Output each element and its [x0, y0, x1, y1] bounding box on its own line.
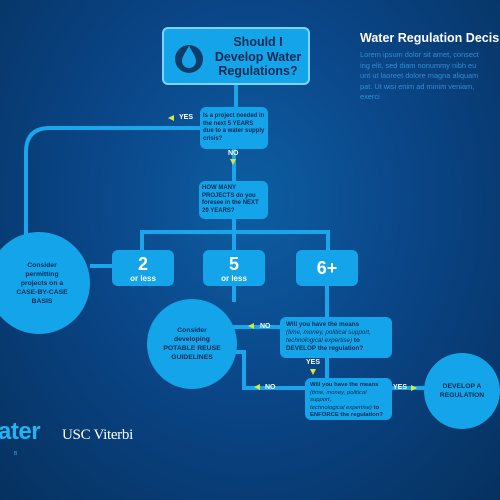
side-text-line: unt ut laoreet dolore magna aliquam — [360, 71, 479, 80]
no-arrow-icon — [254, 384, 260, 390]
q4-line: to — [373, 404, 380, 411]
question-projects-text: HOW MANY PROJECTS do you foresee in the … — [202, 185, 259, 214]
q4-line: technological expertise) — [310, 404, 372, 411]
no-label: NO — [265, 384, 276, 391]
option-text: or less — [221, 274, 247, 283]
no-label: NO — [228, 150, 239, 157]
question-enforce-box: Will you have the means (time, money, po… — [305, 378, 392, 420]
q3-line: Will you have the means — [286, 321, 360, 328]
title-line: Develop Water — [214, 49, 302, 64]
option-six-plus: 6+ — [296, 250, 358, 286]
q3-line: technological expertise) — [286, 337, 353, 344]
case-line: Consider — [27, 261, 57, 269]
question-projects-box: HOW MANY PROJECTS do you foresee in the … — [199, 181, 268, 219]
yes-arrow-icon — [411, 385, 417, 391]
question-crisis-text: Is a project needed in the next 5 YEARS … — [203, 113, 265, 142]
option-two-or-less: 2 or less — [112, 250, 174, 286]
page-title: Should I Develop Water Regulations? — [208, 35, 308, 79]
water-logo-text: ater — [0, 418, 41, 445]
q3-line: (time, money, political support, — [286, 329, 371, 336]
case-line: permitting — [25, 270, 59, 278]
case-line: BASIS — [31, 297, 53, 305]
develop-line: DEVELOP A — [442, 383, 482, 390]
option-number: 2 — [137, 254, 148, 274]
title-line: Regulations? — [218, 64, 298, 78]
title-box: Should I Develop Water Regulations? — [162, 27, 310, 85]
option-number: 6+ — [316, 258, 338, 278]
potable-reuse-circle: Consider developing POTABLE REUSE GUIDEL… — [147, 299, 237, 389]
water-logo-sub: B — [14, 451, 20, 457]
q4-line: Will you have the means — [310, 382, 379, 388]
q4-line: ENFORCE the regulation? — [310, 412, 383, 419]
yes-arrow-icon — [310, 369, 316, 375]
side-text-line: Lorem ipsum dolor sit amet, consect — [360, 50, 479, 59]
potable-line: Consider — [177, 327, 207, 334]
water-logo: ater — [0, 418, 41, 446]
q4-line: (time, money, political support, — [310, 389, 367, 404]
potable-line: developing — [174, 336, 210, 343]
no-arrow-icon — [230, 159, 236, 165]
q3-line: to — [353, 337, 360, 344]
case-line: projects on a — [20, 279, 64, 287]
potable-line: POTABLE REUSE — [163, 345, 221, 352]
develop-regulation-circle: DEVELOP A REGULATION — [424, 353, 500, 429]
option-five-or-less: 5 or less — [203, 250, 265, 286]
question-crisis-box: Is a project needed in the next 5 YEARS … — [200, 107, 268, 149]
option-text: or less — [130, 274, 156, 283]
side-text-line: pat. Ut wisi enim ad minim veniam, — [360, 81, 475, 91]
option-number: 5 — [228, 254, 239, 274]
title-line: Should I — [233, 35, 283, 49]
yes-label: YES — [179, 114, 194, 121]
usc-viterbi-logo: USC Viterbi — [62, 427, 133, 443]
yes-label: YES — [306, 359, 321, 366]
no-label: NO — [260, 323, 271, 330]
case-line: CASE-BY-CASE — [16, 288, 68, 296]
q3-line: DEVELOP the regulation? — [286, 345, 364, 352]
yes-arrow-icon — [168, 115, 174, 121]
potable-line: GUIDELINES — [171, 354, 213, 361]
side-text-line: exerci — [360, 92, 380, 101]
develop-line: REGULATION — [439, 392, 485, 399]
side-description: Lorem ipsum dolor sit amet, consect ing … — [360, 50, 479, 103]
question-develop-box: Will you have the means (time, money, po… — [280, 317, 392, 358]
side-title: Water Regulation Decis — [360, 31, 500, 45]
case-by-case-circle: Consider permitting projects on a CASE-B… — [0, 232, 90, 334]
yes-label: YES — [393, 384, 408, 391]
side-text-line: ing elit, sed diam nonummy nibh eu — [360, 60, 477, 70]
no-arrow-icon — [248, 323, 254, 329]
water-drop-icon — [174, 39, 204, 75]
